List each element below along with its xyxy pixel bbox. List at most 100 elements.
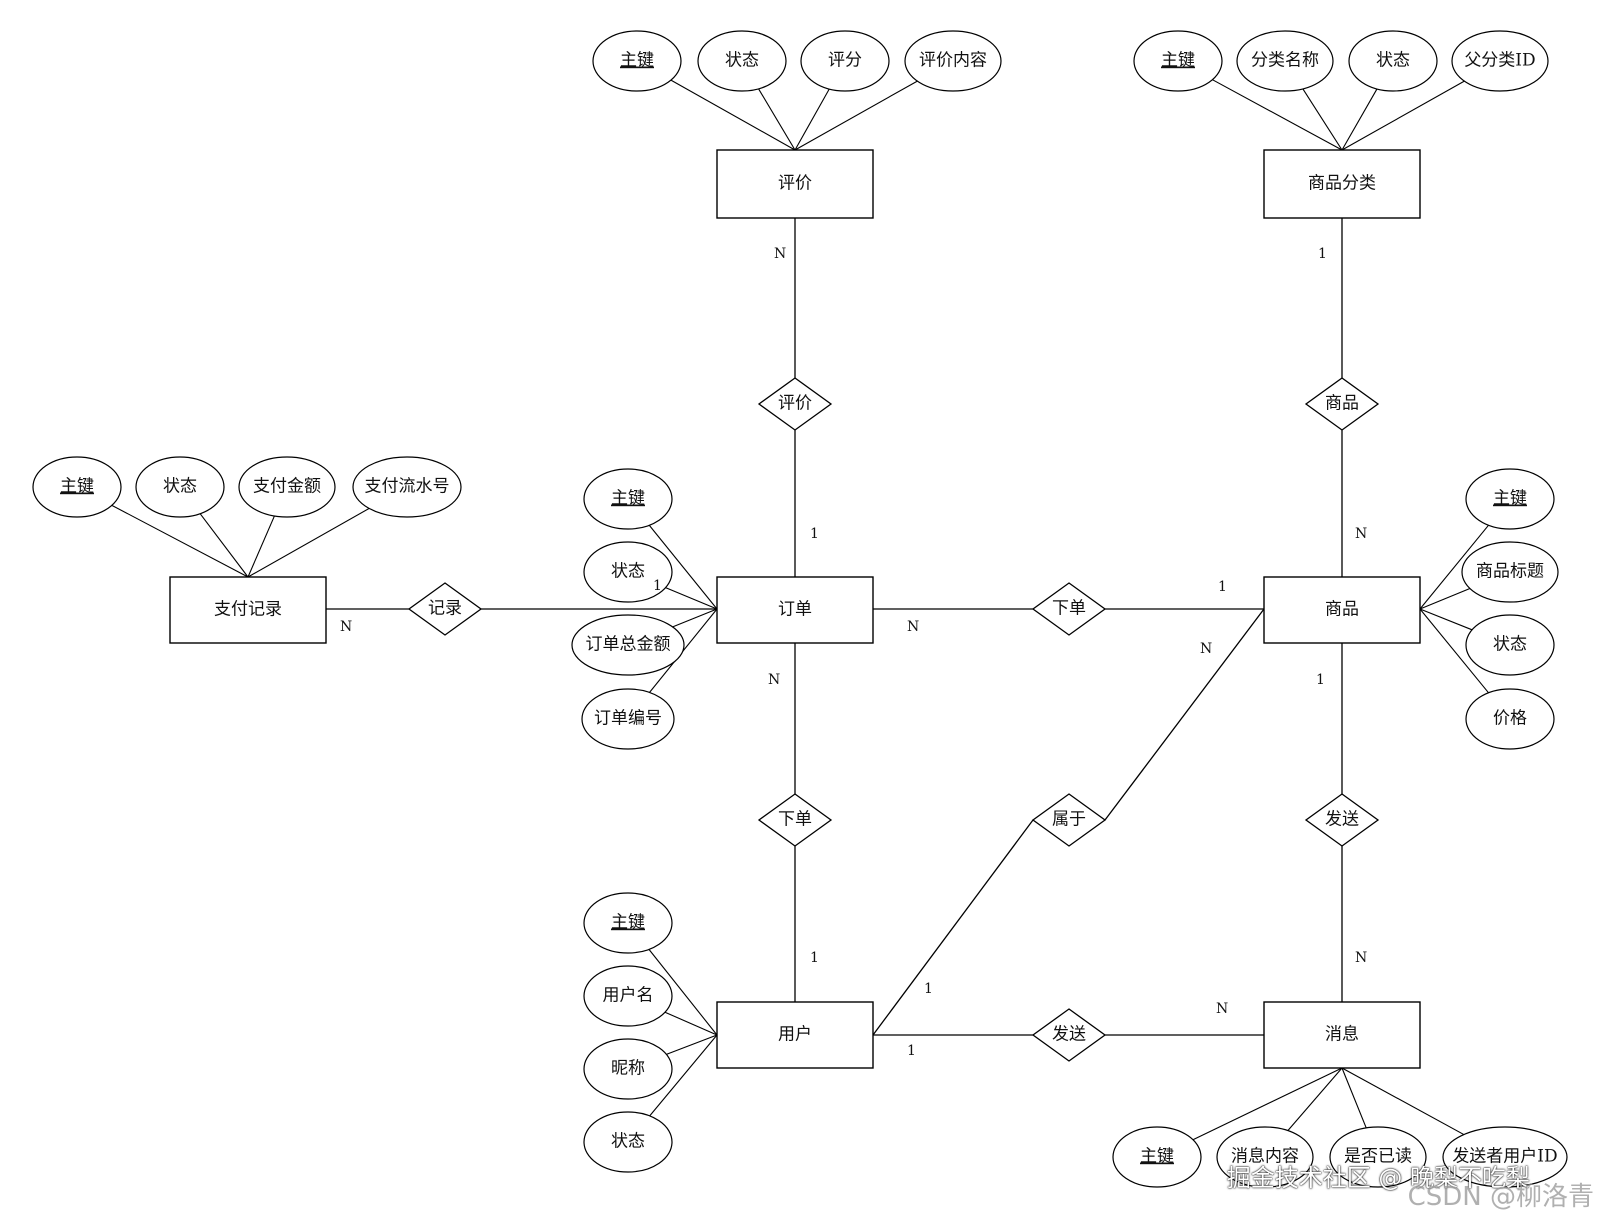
watermark-juejin: 掘金技术社区 @ 晚梨不吃梨	[1226, 1164, 1530, 1192]
attribute-review-3: 评分	[800, 30, 890, 92]
relationship-product-message: 发送	[1304, 793, 1380, 847]
attribute-category-1: 主键	[1133, 30, 1223, 92]
attribute-connector	[1341, 1067, 1367, 1129]
cardinality-label: N	[907, 619, 919, 635]
attribute-connector	[1341, 88, 1378, 151]
primary-key-label: 主键	[620, 51, 654, 71]
primary-key-label: 主键	[611, 489, 645, 509]
attribute-label: 支付流水号	[365, 477, 450, 497]
attribute-label: 用户名	[603, 986, 654, 1006]
attribute-message-2: 消息内容	[1216, 1126, 1314, 1188]
attribute-connector	[1287, 1067, 1343, 1131]
attribute-category-2: 分类名称	[1236, 30, 1334, 92]
attribute-user-3: 昵称	[583, 1038, 673, 1100]
attribute-payment-2: 状态	[135, 456, 225, 518]
attribute-category-3: 状态	[1348, 30, 1438, 92]
attribute-label: 分类名称	[1251, 51, 1319, 71]
attribute-message-1: 主键	[1112, 1126, 1202, 1188]
attribute-label: 发送者用户ID	[1452, 1147, 1557, 1167]
attribute-label: 支付金额	[253, 477, 321, 497]
attribute-message-3: 是否已读	[1329, 1126, 1427, 1188]
attribute-payment-1: 主键	[32, 456, 122, 518]
relationship-order-product: 下单	[1031, 582, 1107, 636]
attribute-review-2: 状态	[697, 30, 787, 92]
attribute-connector	[1212, 79, 1343, 151]
attribute-connector	[1341, 1067, 1465, 1136]
attribute-label: 商品标题	[1476, 562, 1544, 582]
attribute-connector	[1419, 608, 1489, 694]
attribute-order-1: 主键	[583, 468, 673, 530]
attribute-label: 状态	[163, 477, 197, 497]
relationship-product: 商品	[1304, 377, 1380, 431]
relationship-user-message-label: 发送	[1052, 1025, 1086, 1045]
attribute-product-1: 主键	[1465, 468, 1555, 530]
relationship-review-label: 评价	[778, 394, 812, 414]
attribute-review-4: 评价内容	[904, 30, 1002, 92]
attribute-label: 状态	[1376, 51, 1410, 71]
entity-user-label: 用户	[778, 1025, 812, 1045]
attribute-label: 消息内容	[1231, 1147, 1299, 1167]
attribute-connector	[794, 88, 830, 151]
attribute-category-4: 父分类ID	[1451, 30, 1549, 92]
attribute-label: 是否已读	[1344, 1147, 1412, 1167]
entity-order-label: 订单	[778, 600, 812, 620]
attribute-connector	[670, 79, 796, 151]
attribute-review-1: 主键	[592, 30, 682, 92]
primary-key-label: 主键	[60, 477, 94, 497]
relationship-record-label: 记录	[428, 599, 462, 619]
relationship-review: 评价	[757, 377, 833, 431]
entity-review: 评价	[716, 149, 874, 219]
cardinality-label: N	[1355, 950, 1367, 966]
attribute-connector	[111, 504, 249, 578]
attribute-connector	[672, 608, 718, 628]
attribute-label: 昵称	[611, 1059, 645, 1079]
primary-key-label: 主键	[611, 913, 645, 933]
attribute-user-1: 主键	[583, 892, 673, 954]
relationship-belongs-label: 属于	[1052, 810, 1086, 830]
entity-payment: 支付记录	[169, 576, 327, 644]
attribute-connector	[758, 88, 796, 151]
attribute-payment-4: 支付流水号	[352, 456, 462, 518]
attribute-connector	[664, 1011, 718, 1036]
attribute-product-4: 价格	[1465, 688, 1555, 750]
cardinality-label: 1	[1218, 579, 1227, 595]
attribute-label: 状态	[611, 562, 645, 582]
relationship-user-order: 下单	[757, 793, 833, 847]
primary-key-label: 主键	[1140, 1147, 1174, 1167]
cardinality-label: 1	[907, 1043, 916, 1059]
attribute-label: 评分	[828, 51, 862, 71]
relationship-user-order-label: 下单	[778, 810, 812, 830]
primary-key-label: 主键	[1493, 489, 1527, 509]
relationship-belongs: 属于	[1031, 793, 1107, 847]
attribute-user-2: 用户名	[583, 965, 673, 1027]
relationship-product-message-label: 发送	[1325, 810, 1359, 830]
attribute-connector	[794, 80, 918, 151]
attribute-connector	[1302, 88, 1343, 151]
primary-key-label: 主键	[1161, 51, 1195, 71]
entity-product-label: 商品	[1325, 600, 1359, 620]
attribute-connector	[649, 1034, 718, 1117]
relationship-record: 记录	[407, 582, 483, 636]
attribute-connector	[1341, 80, 1465, 151]
attribute-connector	[648, 949, 718, 1036]
entity-payment-label: 支付记录	[214, 600, 282, 620]
attribute-label: 状态	[611, 1132, 645, 1152]
cardinality-label: 1	[653, 578, 662, 594]
cardinality-label: N	[1355, 526, 1367, 542]
attribute-message-4: 发送者用户ID	[1442, 1126, 1568, 1188]
attribute-connector	[247, 507, 370, 578]
attribute-product-2: 商品标题	[1461, 541, 1559, 603]
attribute-connector	[1419, 587, 1471, 610]
cardinality-label: 1	[810, 950, 819, 966]
watermark-csdn: CSDN @柳洛青	[1407, 1182, 1594, 1212]
cardinality-label: N	[768, 672, 780, 688]
cardinality-label: 1	[924, 981, 933, 997]
attribute-user-4: 状态	[583, 1111, 673, 1173]
cardinality-label: 1	[810, 526, 819, 542]
attribute-order-3: 订单总金额	[571, 614, 685, 676]
entity-review-label: 评价	[778, 174, 812, 194]
attribute-connector	[199, 513, 249, 578]
attribute-connector	[648, 524, 718, 610]
attribute-connector	[1419, 524, 1489, 610]
attribute-label: 父分类ID	[1464, 51, 1535, 71]
